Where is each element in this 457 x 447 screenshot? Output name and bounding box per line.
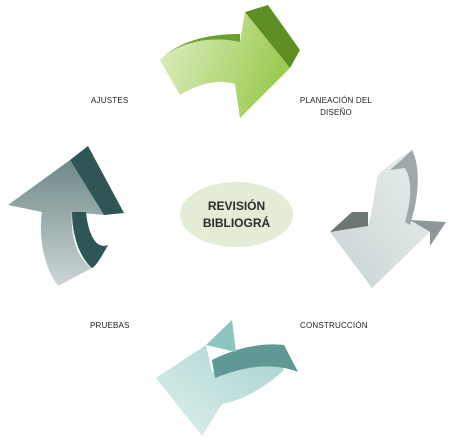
center-ellipse: REVISIÓN BIBLIOGRÁ (180, 182, 293, 247)
center-label-line1: REVISIÓN (207, 198, 266, 213)
teal-arrow-spike (206, 320, 236, 352)
teal-arrow-top (212, 344, 298, 378)
stage-label-ajustes: AJUSTES (91, 96, 129, 105)
stage-label-planeacion-line2: DISEÑO (320, 108, 352, 117)
slate-arrow (8, 146, 124, 286)
stage-label-construccion: CONSTRUCCIÓN (300, 321, 368, 330)
stage-label-planeacion: PLANEACIÓN DEL DISEÑO (296, 95, 376, 119)
slate-arrow-inner-curve (72, 212, 108, 268)
silver-arrow-body (330, 150, 430, 288)
slate-arrow-body (8, 160, 104, 286)
green-arrow-curl (160, 34, 240, 60)
silver-arrow-right-wing (410, 220, 446, 246)
teal-arrow-body (156, 345, 284, 436)
green-arrow-body (160, 12, 290, 118)
green-arrow (160, 5, 300, 118)
stage-label-planeacion-line1: PLANEACIÓN DEL (299, 96, 373, 105)
silver-arrow-back (390, 150, 418, 225)
teal-arrow (156, 320, 298, 436)
silver-arrow (330, 150, 446, 288)
silver-arrow-left-wing (330, 212, 368, 232)
stage-label-pruebas: PRUEBAS (90, 321, 130, 330)
slate-arrow-right-face (70, 146, 124, 215)
center-label-line2: BIBLIOGRÁ (202, 215, 271, 230)
green-arrow-side (245, 5, 300, 68)
